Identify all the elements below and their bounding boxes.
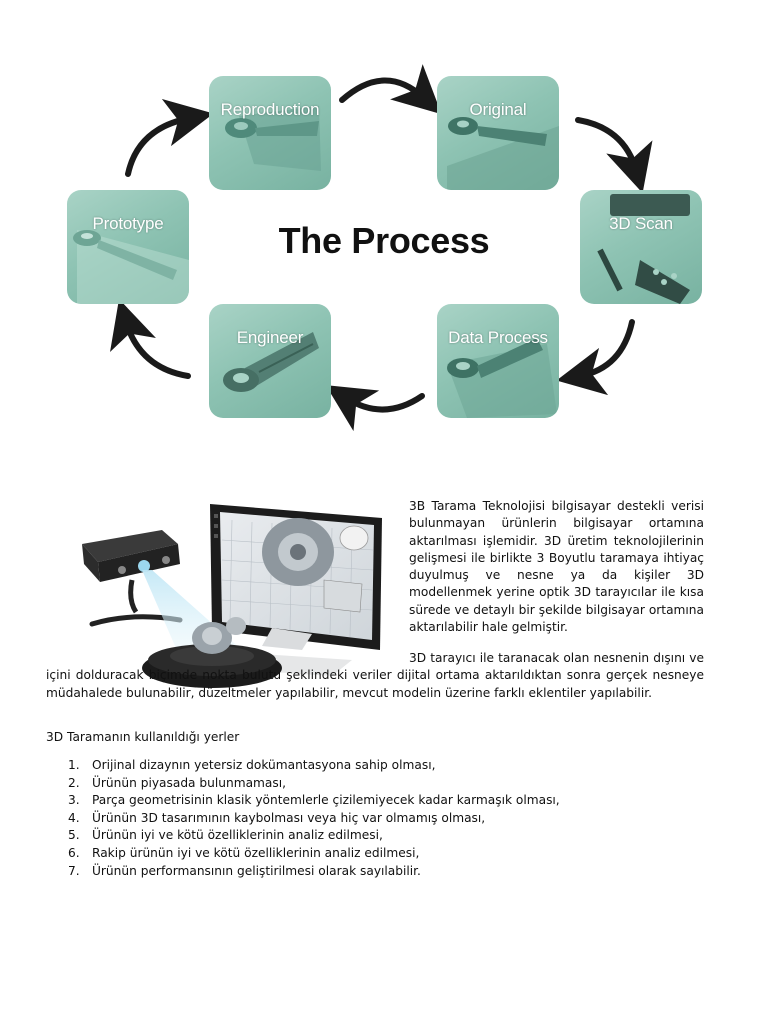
step-original: Original [437,76,559,190]
step-label: Engineer [236,328,304,347]
list-item-text: Ürünün performansının geliştirilmesi ola… [92,863,421,878]
intro-paragraph: 3B Tarama Teknolojisi bilgisayar destekl… [409,499,704,635]
step-label: 3D Scan [609,214,673,233]
step-prototype: Prototype [67,190,189,304]
list-item: 6. Rakip ürünün iyi ve kötü özelliklerini… [46,845,560,863]
list-item-number: 1. [68,758,80,772]
step-data-process: Data Process [437,304,559,418]
process-diagram: Reproduction Original 3D Scan [0,0,768,460]
list-item: 7. Ürünün performansının geliştirilmesi o… [46,863,560,881]
list-item-number: 2. [68,775,80,790]
list-item-number: 3. [68,793,80,808]
part-image [447,338,557,418]
step-3d-scan: 3D Scan [580,190,702,304]
list-item: 3. Parça geometrisinin klasik yöntemlerle… [46,792,560,810]
part-image [73,230,189,304]
arrow-prototype-reproduction [125,98,214,177]
part-image [447,117,559,190]
scanner-illustration [82,504,382,688]
step-reproduction: Reproduction [209,76,331,190]
list-item: 5. Ürünün iyi ve kötü özelliklerinin anal… [46,827,560,845]
part-image [223,332,319,392]
step-label: Original [469,100,527,119]
step-label: Reproduction [220,100,320,119]
list-item-text: Ürünün iyi ve kötü özelliklerinin analiz… [92,828,383,843]
list-item-text: Ürünün piyasada bulunmaması, [92,775,286,790]
list-item-text: Parça geometrisinin klasik yöntemlerle ç… [92,793,560,808]
arrow-original-3dscan [575,117,653,194]
list-item-number: 6. [68,845,80,860]
list-item: 2. Ürünün piyasada bulunmaması, [46,775,560,793]
step-label: Data Process [448,328,548,347]
step-label: Prototype [92,214,164,233]
list-item: 4. Ürünün 3D tasarımının kaybolması veya … [46,810,560,828]
list-item-number: 4. [68,810,80,825]
list-item-number: 5. [68,828,80,843]
arrow-reproduction-original [339,64,442,115]
arrow-dataprocess-engineer [325,385,425,432]
list-item-text: Rakip ürünün iyi ve kötü özelliklerinin … [92,845,420,860]
step-engineer: Engineer [209,304,331,418]
scan-image [597,194,690,304]
list-item: 1. Orijinal dizaynın yetersiz dokümantasy… [46,757,560,775]
diagram-title: The Process [278,220,490,261]
list-heading: 3D Taramanın kullanıldığı yerler [46,730,240,744]
part-image [225,106,321,171]
list-item-number: 7. [68,863,80,878]
list-item-text: Ürünün 3D tasarımının kaybolması veya hi… [92,810,486,825]
arrow-3dscan-dataprocess [556,319,635,396]
arrow-engineer-prototype [110,299,191,379]
list-item-text: Orijinal dizaynın yetersiz dokümantasyon… [92,758,436,772]
usage-list: 1. Orijinal dizaynın yetersiz dokümantasy… [46,757,560,880]
second-paragraph: 3D tarayıcı ile taranacak olan nesnenin … [46,651,704,700]
process-arrows [110,64,653,432]
